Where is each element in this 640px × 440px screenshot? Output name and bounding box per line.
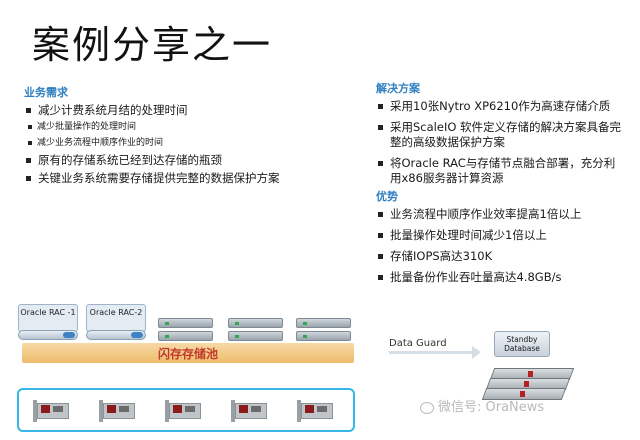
requirements-heading: 业务需求 xyxy=(24,86,68,99)
list-item: 采用10张Nytro XP6210作为高速存储介质 xyxy=(376,99,626,114)
pool-label: 闪存存储池 xyxy=(157,347,218,361)
solution-list: 采用10张Nytro XP6210作为高速存储介质 采用ScaleIO 软件定义… xyxy=(376,99,626,186)
list-item: 批量备份作业吞吐量高达4.8GB/s xyxy=(376,270,626,285)
flash-card-icon xyxy=(99,400,139,422)
server-icon xyxy=(296,331,351,341)
list-item: 减少计费系统月结的处理时间 xyxy=(24,103,354,118)
flash-card-icon xyxy=(231,400,271,422)
list-item: 业务流程中顺序作业效率提高1倍以上 xyxy=(376,207,626,222)
list-subitem: 减少批量操作的处理时间 xyxy=(26,121,354,133)
list-subitem: 减少业务流程中顺序作业的时间 xyxy=(26,137,354,149)
requirements-list: 减少计费系统月结的处理时间 减少批量操作的处理时间 减少业务流程中顺序作业的时间… xyxy=(24,103,354,186)
flash-card-icon xyxy=(165,400,205,422)
flash-card-icon xyxy=(297,400,337,422)
advantage-list: 业务流程中顺序作业效率提高1倍以上 批量操作处理时间减少1倍以上 存储IOPS高… xyxy=(376,207,626,285)
advantage-heading: 优势 xyxy=(376,190,398,203)
solution-section: 解决方案 采用10张Nytro XP6210作为高速存储介质 采用ScaleIO… xyxy=(376,80,626,291)
list-item: 批量操作处理时间减少1倍以上 xyxy=(376,228,626,243)
server-icon xyxy=(296,318,351,328)
server-icon xyxy=(228,331,283,341)
wechat-icon xyxy=(420,401,434,414)
watermark-text: 微信号: OraNews xyxy=(438,400,545,415)
server-icon xyxy=(158,318,213,328)
watermark: 微信号: OraNews xyxy=(420,396,544,415)
list-item: 原有的存储系统已经到达存储的瓶颈 xyxy=(24,153,354,168)
list-item: 采用ScaleIO 软件定义存储的解决方案具备完整的高级数据保护方案 xyxy=(376,120,626,150)
server-icon xyxy=(228,318,283,328)
page-title: 案例分享之一 xyxy=(32,23,273,67)
list-item: 将Oracle RAC与存储节点融合部署，充分利用x86服务器计算资源 xyxy=(376,156,626,186)
flash-storage-pool: 闪存存储池 xyxy=(22,343,354,363)
oracle-rac-2-node: Oracle RAC-2 xyxy=(86,304,146,332)
list-item: 存储IOPS高达310K xyxy=(376,249,626,264)
solution-heading: 解决方案 xyxy=(376,82,420,95)
flash-card-group xyxy=(17,388,355,432)
requirements-section: 业务需求 减少计费系统月结的处理时间 减少批量操作的处理时间 减少业务流程中顺序… xyxy=(24,84,354,189)
data-guard-label: Data Guard xyxy=(389,338,447,349)
server-icon xyxy=(158,331,213,341)
list-item: 关键业务系统需要存储提供完整的数据保护方案 xyxy=(24,171,354,186)
flash-card-icon xyxy=(33,400,73,422)
oracle-rac-1-node: Oracle RAC -1 xyxy=(18,304,78,332)
server-stack-icon xyxy=(478,368,575,404)
standby-database-label: Standby Database xyxy=(494,331,550,357)
server-icon xyxy=(86,330,146,340)
arrow-right-icon xyxy=(389,346,481,359)
server-icon xyxy=(18,330,78,340)
